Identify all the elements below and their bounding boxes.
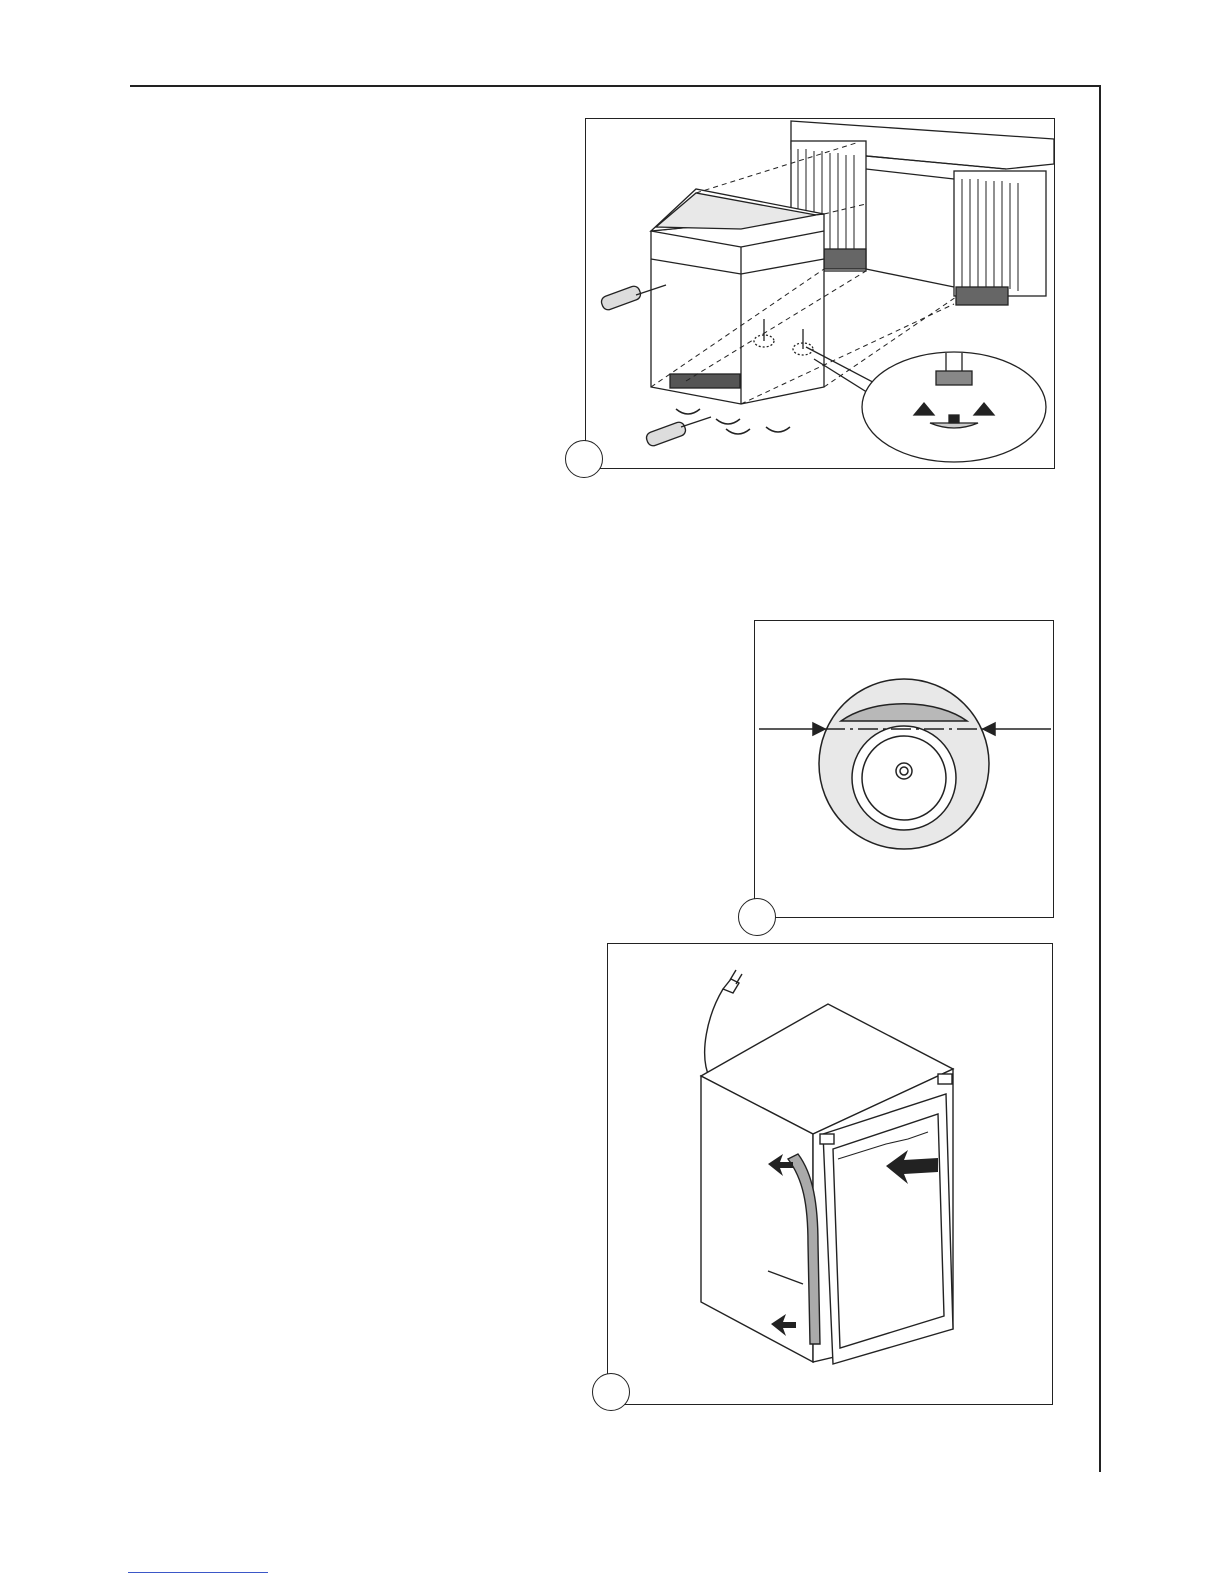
figure-1-drawing <box>586 119 1054 468</box>
figure-3-seal <box>607 943 1053 1405</box>
figure-2-dial <box>754 620 1054 918</box>
figure-3-drawing <box>608 944 1052 1404</box>
figure-3-number-badge <box>592 1373 630 1411</box>
top-rule <box>130 85 1100 87</box>
figure-2-drawing <box>755 621 1053 917</box>
figure-1-installation <box>585 118 1055 469</box>
right-margin-rule <box>1099 85 1101 1472</box>
figure-1-number-badge <box>565 440 603 478</box>
figure-2-number-badge <box>738 898 776 936</box>
footer-link-underline[interactable] <box>128 1572 268 1573</box>
